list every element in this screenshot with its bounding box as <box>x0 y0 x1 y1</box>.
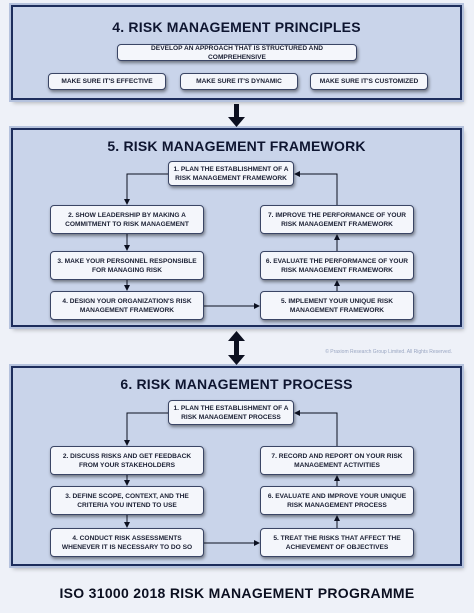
footer-title: ISO 31000 2018 RISK MANAGEMENT PROGRAMME <box>59 585 415 601</box>
down-arrow-principles-to-framework <box>228 104 245 127</box>
framework-step-7: 7. IMPROVE THE PERFORMANCE OF YOUR RISK … <box>260 205 414 234</box>
framework-step-5: 5. IMPLEMENT YOUR UNIQUE RISK MANAGEMENT… <box>260 291 414 320</box>
principles-title: 4. RISK MANAGEMENT PRINCIPLES <box>112 19 361 35</box>
framework-step-3: 3. MAKE YOUR PERSONNEL RESPONSIBLE FOR M… <box>50 251 204 280</box>
process-step-7: 7. RECORD AND REPORT ON YOUR RISK MANAGE… <box>260 446 414 475</box>
process-step-5: 5. TREAT THE RISKS THAT AFFECT THE ACHIE… <box>260 528 414 557</box>
framework-step-1: 1. PLAN THE ESTABLISHMENT OF A RISK MANA… <box>168 161 294 186</box>
process-step-3: 3. DEFINE SCOPE, CONTEXT, AND THE CRITER… <box>50 486 204 515</box>
process-step-6: 6. EVALUATE AND IMPROVE YOUR UNIQUE RISK… <box>260 486 414 515</box>
principle-effective: MAKE SURE IT'S EFFECTIVE <box>48 73 166 90</box>
process-step-2: 2. DISCUSS RISKS AND GET FEEDBACK FROM Y… <box>50 446 204 475</box>
framework-step-4: 4. DESIGN YOUR ORGANIZATION'S RISK MANAG… <box>50 291 204 320</box>
double-arrow-framework-process <box>228 331 245 365</box>
framework-title: 5. RISK MANAGEMENT FRAMEWORK <box>107 138 366 154</box>
principles-top-box: DEVELOP AN APPROACH THAT IS STRUCTURED A… <box>117 44 357 61</box>
process-step-4: 4. CONDUCT RISK ASSESSMENTS WHENEVER IT … <box>50 528 204 557</box>
framework-step-2: 2. SHOW LEADERSHIP BY MAKING A COMMITMEN… <box>50 205 204 234</box>
principles-panel: 4. RISK MANAGEMENT PRINCIPLES DEVELOP AN… <box>11 5 462 100</box>
process-step-1: 1. PLAN THE ESTABLISHMENT OF A RISK MANA… <box>168 400 294 425</box>
principle-dynamic: MAKE SURE IT'S DYNAMIC <box>180 73 298 90</box>
principle-customized: MAKE SURE IT'S CUSTOMIZED <box>310 73 428 90</box>
framework-step-6: 6. EVALUATE THE PERFORMANCE OF YOUR RISK… <box>260 251 414 280</box>
copyright-watermark: © Praxiom Research Group Limited. All Ri… <box>325 349 452 355</box>
process-title: 6. RISK MANAGEMENT PROCESS <box>120 376 353 392</box>
